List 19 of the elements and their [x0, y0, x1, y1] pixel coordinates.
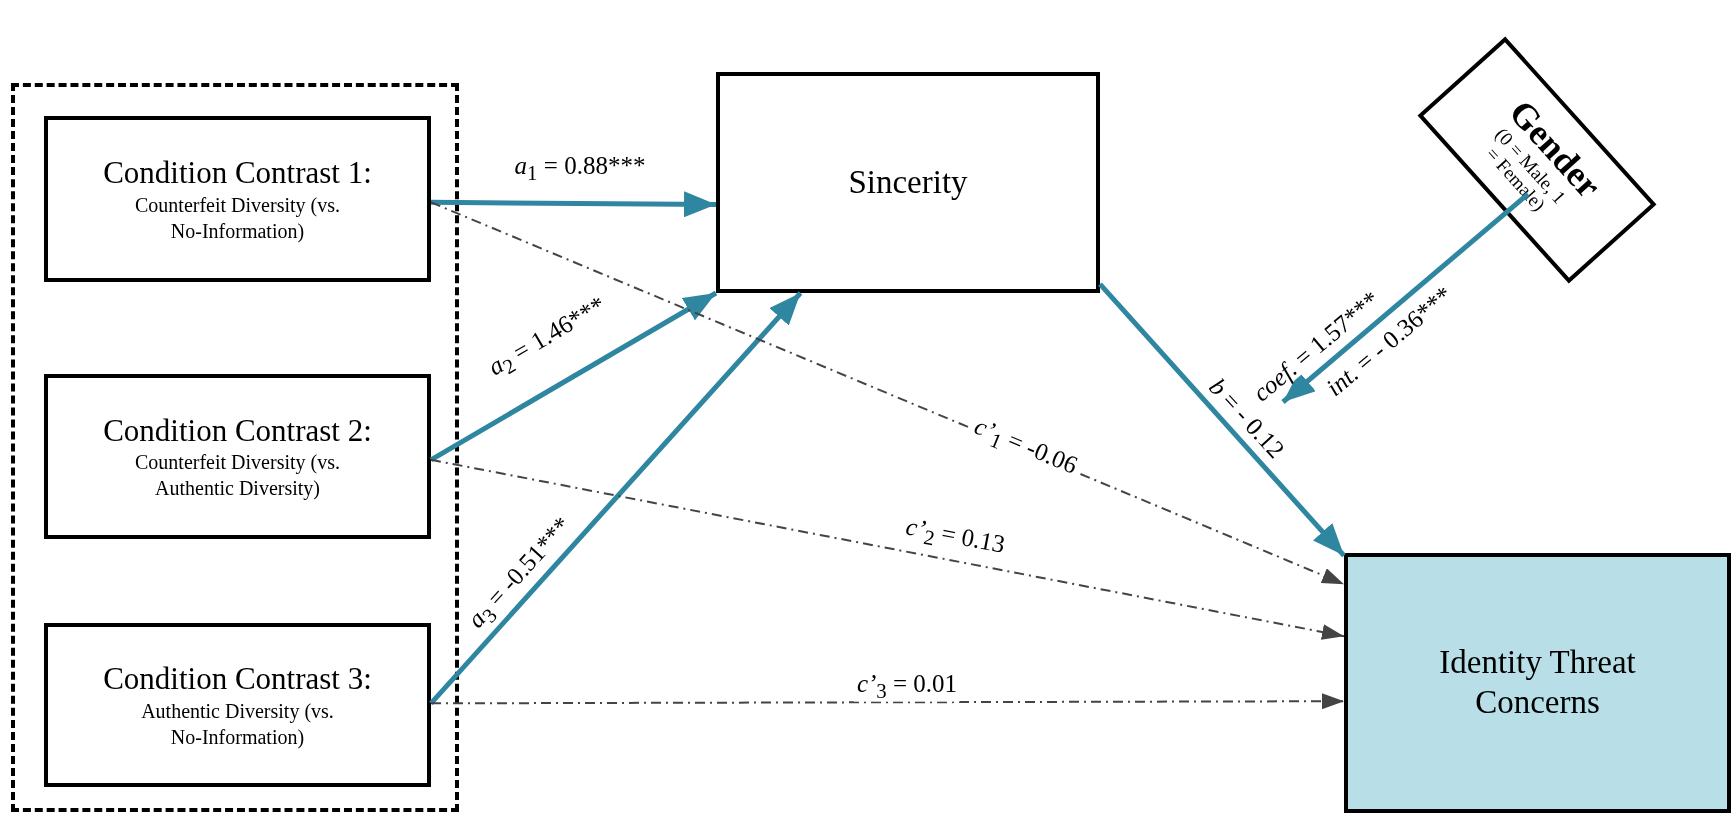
outcome-box — [1344, 553, 1731, 813]
arrow — [430, 201, 1345, 586]
arrow — [431, 191, 716, 218]
node-title: Condition Contrast 1: — [103, 154, 372, 192]
node-title: Condition Contrast 3: — [103, 660, 372, 698]
node-title: Condition Contrast 2: — [103, 411, 372, 450]
node-title: Identity Threat Concerns — [1438, 643, 1637, 722]
node-subtitle: Counterfeit Diversity (vs. Authentic Diversity) — [134, 450, 341, 502]
condition-box — [44, 374, 431, 539]
node-subtitle: Counterfeit Diversity (vs. No-Information) — [134, 192, 341, 244]
node-subtitle: Authentic Diversity (vs. No-Information) — [140, 698, 335, 750]
condition-box — [44, 623, 431, 787]
condition-box — [44, 116, 431, 282]
arrow — [430, 693, 1345, 710]
dashed-group-box — [11, 83, 459, 812]
node-title: Sincerity — [848, 162, 968, 202]
arrow — [1281, 192, 1530, 404]
mediator-box — [716, 72, 1100, 293]
arrow — [430, 458, 1345, 640]
